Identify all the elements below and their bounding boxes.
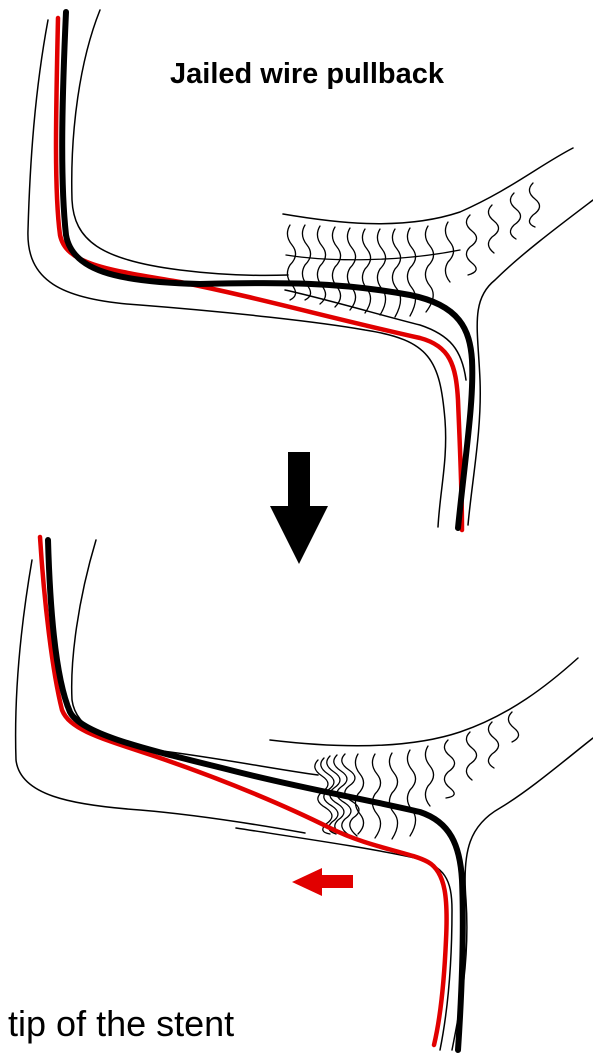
- down-arrow-shaft: [288, 452, 310, 506]
- stent-strut: [389, 753, 397, 839]
- stent-strut: [317, 226, 325, 304]
- stent-strut: [508, 712, 518, 742]
- stent-strut: [287, 225, 295, 300]
- main-branch-upper-wall: [283, 148, 573, 224]
- stent-strut: [466, 732, 476, 780]
- stent-strut: [347, 228, 355, 310]
- stent-strut: [407, 228, 415, 316]
- stent-strut: [444, 740, 454, 798]
- pullback-arrow: [292, 868, 353, 896]
- stent-strut: [407, 750, 415, 836]
- pullback-arrow-head: [292, 868, 322, 896]
- panel-after-pullback: [16, 537, 593, 1050]
- pullback-arrow-shaft: [320, 875, 353, 888]
- vessel-outline: [16, 540, 593, 1050]
- stent-strut: [425, 746, 433, 806]
- stent: [315, 712, 519, 839]
- stent-strut: [510, 193, 520, 239]
- stent-strut: [372, 754, 380, 838]
- stent-strut: [302, 225, 310, 300]
- stent-strut: [466, 215, 476, 275]
- main-branch-lower-wall: [468, 200, 593, 525]
- stent-strut: [332, 227, 340, 307]
- caption-label: e tip of the stent: [0, 1003, 234, 1044]
- stent-strut: [286, 250, 460, 260]
- stent-strut: [488, 205, 498, 253]
- jailed-wire: [40, 537, 447, 1045]
- caption-text: e tip of the stent: [0, 1003, 400, 1045]
- stent-strut: [529, 183, 539, 227]
- down-arrow-head: [270, 506, 328, 564]
- down-arrow: [270, 452, 328, 564]
- stent-strut: [377, 229, 385, 315]
- stent-strut: [362, 229, 370, 313]
- vessel-wall-inner: [72, 10, 288, 275]
- diagram-title: Jailed wire pullback: [170, 58, 444, 91]
- vessel-wall-outer: [28, 20, 446, 527]
- stent-strut: [355, 754, 363, 834]
- stent-strut: [488, 722, 498, 768]
- main-branch-upper-wall: [270, 658, 578, 746]
- main-branch-lower-wall: [452, 738, 593, 1050]
- stent-strut: [392, 229, 400, 317]
